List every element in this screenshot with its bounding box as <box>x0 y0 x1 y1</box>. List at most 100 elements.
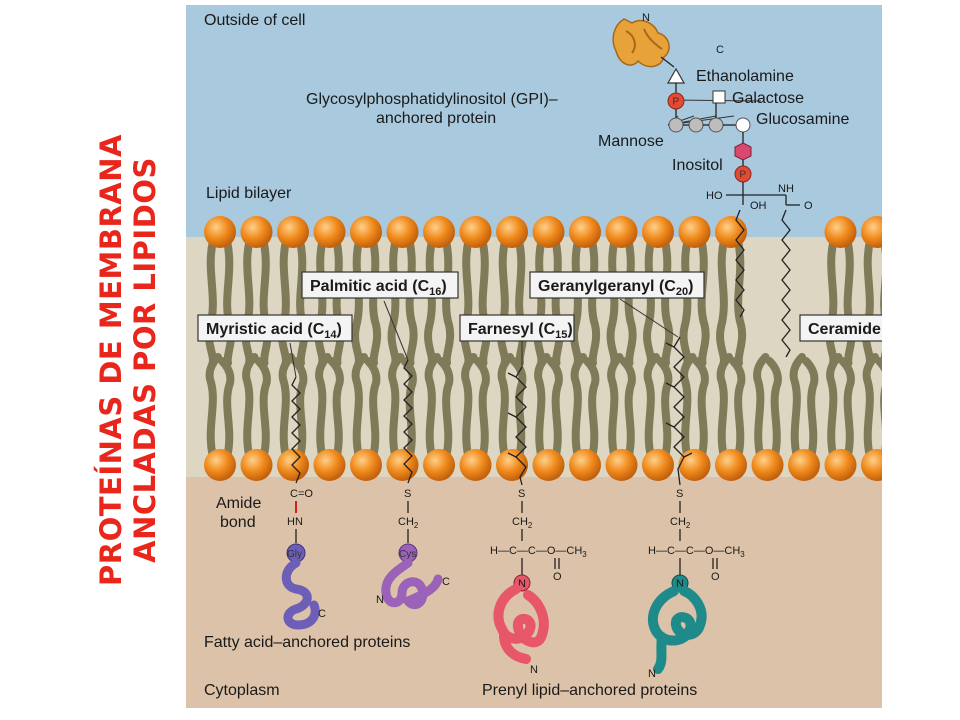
lipid-head-outer <box>277 216 309 248</box>
chem-ho: HO <box>706 190 723 202</box>
lipid-tail-top <box>679 237 710 369</box>
gpi-lipid-chains <box>735 209 791 358</box>
chem-oh: OH <box>750 200 767 212</box>
palmitic-chemistry: S CH2 <box>398 488 419 543</box>
lipid-tail-bottom <box>826 353 855 461</box>
svg-text:Geranylgeranyl (C20): Geranylgeranyl (C20) <box>538 278 693 298</box>
farnesyl-chain <box>507 366 527 486</box>
gpi-anchor-structure: P P HO NH OH O <box>612 18 813 212</box>
lipid-head-outer <box>678 216 711 248</box>
lipid-head-inner <box>642 449 674 481</box>
svg-text:H—C—C—O—CH3: H—C—C—O—CH3 <box>490 545 587 559</box>
label-c-top: C <box>716 44 724 56</box>
lipid-tail-bottom <box>716 353 746 461</box>
lipid-head-outer <box>386 216 419 248</box>
lipid-head-inner <box>788 449 820 481</box>
lipid-head-inner <box>605 449 638 481</box>
lipid-tail-bottom <box>789 353 819 461</box>
lipid-head-outer <box>350 216 382 248</box>
lipid-head-inner <box>715 449 747 481</box>
svg-text:O: O <box>553 571 562 583</box>
lipid-head-inner <box>423 449 455 481</box>
geranyl-chemistry: S CH2 H—C—C—O—CH3 O <box>648 488 745 583</box>
lipid-head-outer <box>532 216 565 248</box>
lipid-tail-bottom <box>680 353 709 461</box>
label-mannose: Mannose <box>598 133 664 150</box>
svg-text:C: C <box>442 576 450 588</box>
svg-text:CH2: CH2 <box>398 516 419 530</box>
svg-text:P: P <box>673 97 680 108</box>
lipid-head-outer <box>496 216 528 248</box>
label-gpi-line-1: Glycosylphosphatidylinositol (GPI)– <box>306 91 558 108</box>
lipid-tail-bottom <box>205 353 235 461</box>
label-amide-line-1: Amide <box>216 495 261 512</box>
svg-text:Farnesyl (C15): Farnesyl (C15) <box>468 321 573 341</box>
lipid-head-inner <box>824 449 857 481</box>
box-ceramide: Ceramide <box>799 314 882 342</box>
svg-text:Gly: Gly <box>287 549 302 560</box>
svg-text:N: N <box>376 594 384 606</box>
lipid-tail-top <box>387 237 418 369</box>
lipid-tail-bottom <box>862 353 882 461</box>
lipid-head-outer <box>824 216 857 248</box>
lipid-head-outer <box>569 216 601 248</box>
lipid-tail-top <box>570 237 601 369</box>
svg-text:P: P <box>740 170 747 181</box>
farnesyl-chemistry: S CH2 H—C—C—O—CH3 O <box>490 488 587 583</box>
galactose-square <box>712 90 726 104</box>
label-gpi-line-2: anchored protein <box>376 110 496 127</box>
lipid-tail-top <box>424 237 455 369</box>
lipid-tail-bottom <box>388 353 417 461</box>
svg-text:N: N <box>676 578 684 590</box>
svg-text:CH2: CH2 <box>512 516 533 530</box>
box-myristic-acid: Myristic acid (C14) <box>197 314 353 342</box>
lipid-head-outer <box>204 216 236 248</box>
svg-text:C=O: C=O <box>290 488 313 500</box>
lipid-tail-bottom <box>570 353 600 461</box>
svg-text:H—C—C—O—CH3: H—C—C—O—CH3 <box>648 545 745 559</box>
myristic-chemistry: C=O HN <box>287 488 313 543</box>
lipid-head-inner <box>386 449 419 481</box>
lipid-tail-top <box>606 237 637 369</box>
lipid-head-outer <box>240 216 273 248</box>
svg-text:Myristic acid (C14): Myristic acid (C14) <box>206 321 342 341</box>
lipid-head-inner <box>678 449 711 481</box>
lipid-tail-top <box>643 237 674 369</box>
palmitic-chain <box>403 359 413 484</box>
label-fatty-acid-anchored: Fatty acid–anchored proteins <box>204 634 410 651</box>
lipid-tail-bottom <box>315 353 344 461</box>
box-palmitic-acid: Palmitic acid (C16) <box>301 271 459 299</box>
slide-title-line-1: PROTEÍNAS DE MEMBRANA <box>94 134 128 586</box>
slide-title: PROTEÍNAS DE MEMBRANA ANCLADAS POR LIPID… <box>94 60 162 660</box>
lipid-head-outer <box>423 216 455 248</box>
svg-text:S: S <box>518 488 525 500</box>
lipid-tail-bottom <box>242 353 271 461</box>
lipid-head-inner <box>459 449 492 481</box>
membrane-anchor-diagram: P P HO NH OH O C=O HN S CH2 <box>186 5 882 708</box>
mannose-2 <box>688 117 704 133</box>
inositol-hexagon <box>734 142 752 161</box>
lipid-head-outer <box>605 216 638 248</box>
svg-text:Palmitic acid (C16): Palmitic acid (C16) <box>310 278 447 298</box>
label-ethanolamine: Ethanolamine <box>696 68 794 85</box>
box-geranylgeranyl: Geranylgeranyl (C20) <box>529 271 705 299</box>
label-amide-line-2: bond <box>220 514 256 531</box>
lipid-tail-bottom <box>534 353 563 461</box>
gly-protein: Gly C <box>281 543 326 630</box>
lipid-tail-bottom <box>643 353 673 461</box>
lipid-head-inner <box>496 449 528 481</box>
mannose-3 <box>708 117 724 133</box>
lipid-head-inner <box>313 449 346 481</box>
svg-text:Cys: Cys <box>399 549 416 560</box>
label-cytoplasm: Cytoplasm <box>204 682 280 699</box>
lipid-head-inner <box>532 449 565 481</box>
farnesyl-protein: N N <box>493 574 549 676</box>
lipid-tail-top <box>351 237 382 369</box>
outside-region <box>186 5 882 237</box>
svg-text:N: N <box>648 668 656 680</box>
lipid-tail-bottom <box>424 353 454 461</box>
geranyl-protein: N N <box>647 574 707 680</box>
lipid-tail-bottom <box>753 353 782 461</box>
svg-text:N: N <box>530 664 538 676</box>
svg-text:Ceramide: Ceramide <box>808 321 881 338</box>
